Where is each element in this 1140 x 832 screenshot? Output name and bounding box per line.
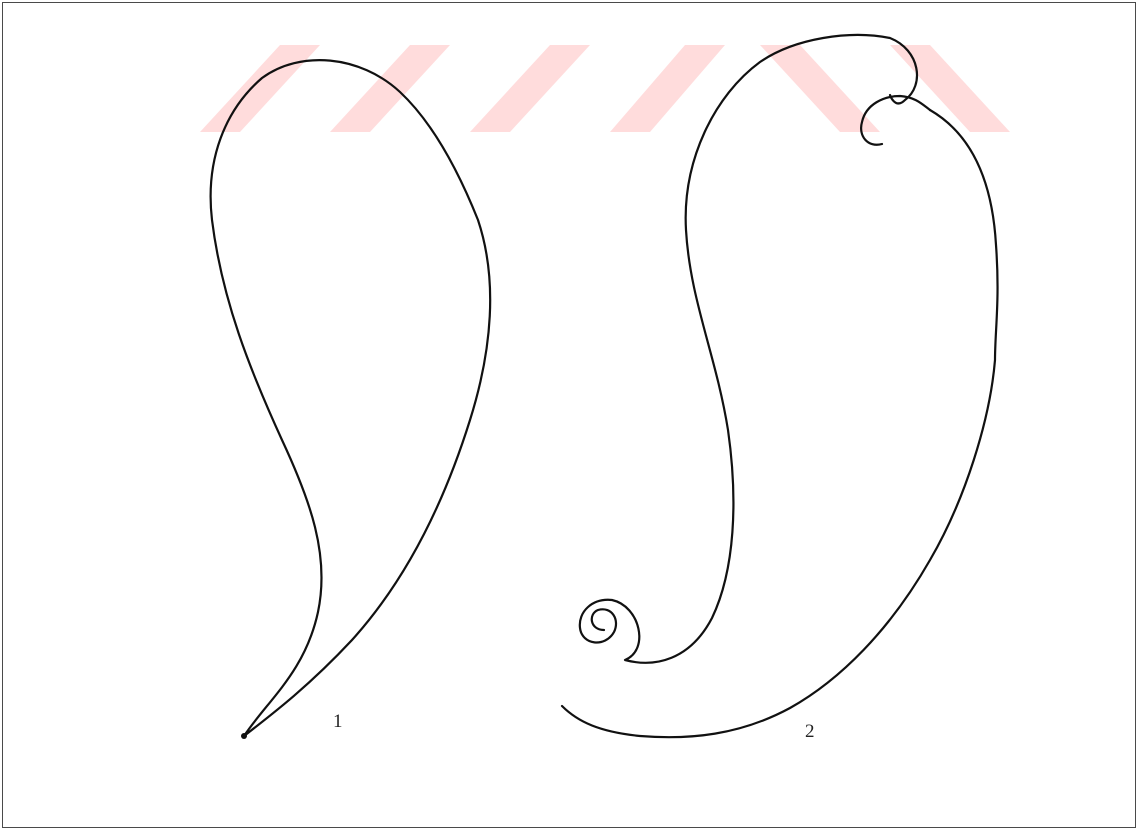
shape-1-label: 1 — [333, 711, 343, 732]
watermark-band-2 — [330, 45, 450, 132]
watermark-band-6 — [890, 45, 1010, 132]
watermark — [200, 45, 1010, 132]
shape-1: 1 — [211, 60, 491, 739]
shape-1-outline — [211, 60, 491, 736]
shape-2-right-stroke — [562, 110, 998, 737]
shape-2-label: 2 — [805, 721, 815, 742]
watermark-band-1 — [200, 45, 320, 132]
watermark-band-4 — [610, 45, 725, 132]
shape-2: 2 — [562, 35, 998, 742]
watermark-band-3 — [470, 45, 590, 132]
shape-1-tip-dot — [241, 733, 247, 739]
